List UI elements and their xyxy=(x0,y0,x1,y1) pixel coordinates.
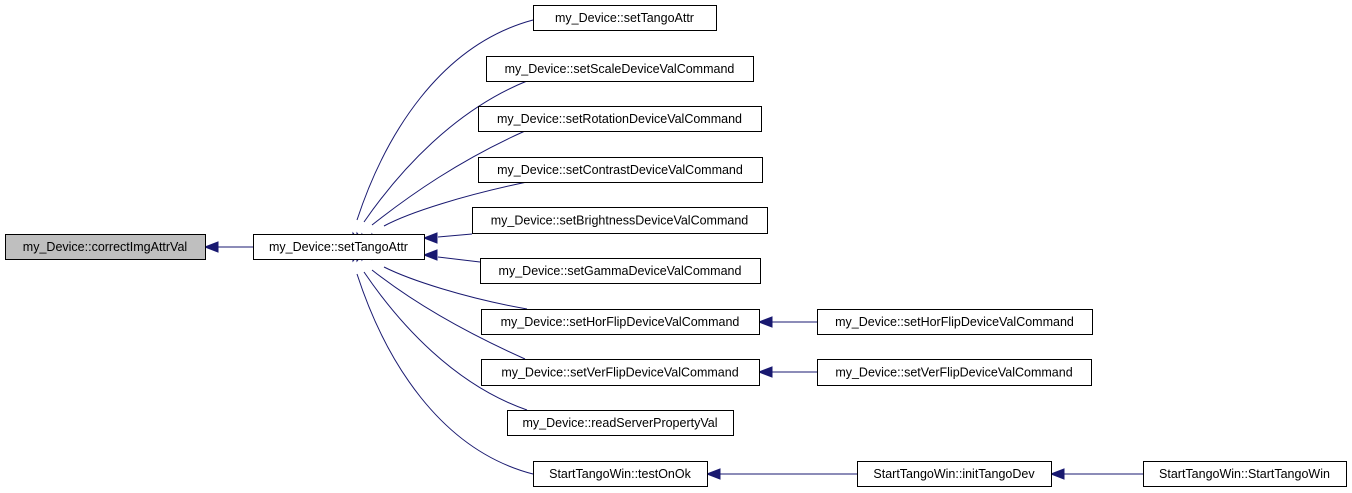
arrowhead-icon xyxy=(757,366,773,378)
arrowhead-icon xyxy=(422,232,438,244)
node-box xyxy=(253,234,425,260)
node-label: my_Device::setTangoAttr xyxy=(555,11,694,25)
node-c5[interactable]: my_Device::setBrightnessDeviceValCommand xyxy=(472,207,768,234)
node-label: my_Device::setContrastDeviceValCommand xyxy=(497,163,743,177)
node-box xyxy=(817,359,1092,386)
node-box xyxy=(533,461,708,487)
node-box xyxy=(472,207,768,234)
node-box xyxy=(5,234,206,260)
node-c9[interactable]: my_Device::readServerPropertyVal xyxy=(507,410,734,436)
edge-d8-to-c8 xyxy=(757,366,817,378)
node-label: StartTangoWin::StartTangoWin xyxy=(1159,467,1330,481)
arrowhead-icon xyxy=(1049,468,1065,480)
node-label: my_Device::setVerFlipDeviceValCommand xyxy=(501,366,738,380)
edge-line xyxy=(383,181,528,227)
node-label: my_Device::setHorFlipDeviceValCommand xyxy=(835,315,1074,329)
arrowhead-icon xyxy=(422,249,438,261)
node-label: my_Device::setRotationDeviceValCommand xyxy=(497,112,742,126)
node-label: my_Device::setBrightnessDeviceValCommand xyxy=(491,214,749,228)
edge-line xyxy=(363,271,528,411)
node-box xyxy=(1143,461,1347,487)
node-d7[interactable]: my_Device::setHorFlipDeviceValCommand xyxy=(817,309,1093,335)
arrowhead-icon xyxy=(705,468,721,480)
node-c1[interactable]: my_Device::setTangoAttr xyxy=(533,5,717,31)
edge-line xyxy=(437,233,473,238)
node-correct: my_Device::correctImgAttrVal xyxy=(5,234,206,260)
node-label: my_Device::setGammaDeviceValCommand xyxy=(499,264,742,278)
node-box xyxy=(817,309,1093,335)
edge-line xyxy=(371,130,526,226)
node-box xyxy=(481,359,760,386)
edge-line xyxy=(356,273,534,475)
node-box xyxy=(486,56,754,82)
edge-c6-to-center xyxy=(422,249,481,263)
node-box xyxy=(478,157,763,183)
node-label: my_Device::setTangoAttr xyxy=(269,240,408,254)
edge-line xyxy=(363,80,528,223)
node-c3[interactable]: my_Device::setRotationDeviceValCommand xyxy=(478,106,762,132)
edge-line xyxy=(371,269,526,360)
node-box xyxy=(478,106,762,132)
node-box xyxy=(481,309,760,335)
node-c6[interactable]: my_Device::setGammaDeviceValCommand xyxy=(480,258,761,284)
node-box xyxy=(480,258,761,284)
edge-center-to-correct xyxy=(203,241,253,253)
node-label: my_Device::correctImgAttrVal xyxy=(23,240,187,254)
edge-line xyxy=(383,266,528,310)
node-c4[interactable]: my_Device::setContrastDeviceValCommand xyxy=(478,157,763,183)
arrowhead-icon xyxy=(757,316,773,328)
edge-d10-to-c10 xyxy=(705,468,857,480)
edge-d7-to-c7 xyxy=(757,316,817,328)
node-d8[interactable]: my_Device::setVerFlipDeviceValCommand xyxy=(817,359,1092,386)
node-label: my_Device::setVerFlipDeviceValCommand xyxy=(835,366,1072,380)
edge-line xyxy=(356,19,534,221)
node-d10[interactable]: StartTangoWin::initTangoDev xyxy=(857,461,1052,487)
node-label: StartTangoWin::initTangoDev xyxy=(873,467,1035,481)
node-c10[interactable]: StartTangoWin::testOnOk xyxy=(533,461,708,487)
node-label: my_Device::setHorFlipDeviceValCommand xyxy=(501,315,740,329)
arrowhead-icon xyxy=(203,241,219,253)
node-c8[interactable]: my_Device::setVerFlipDeviceValCommand xyxy=(481,359,760,386)
node-c7[interactable]: my_Device::setHorFlipDeviceValCommand xyxy=(481,309,760,335)
node-label: my_Device::setScaleDeviceValCommand xyxy=(505,62,735,76)
node-label: StartTangoWin::testOnOk xyxy=(549,467,691,481)
node-box xyxy=(533,5,717,31)
edge-line xyxy=(437,256,481,263)
edge-c5-to-center xyxy=(422,232,473,244)
node-label: my_Device::readServerPropertyVal xyxy=(523,416,718,430)
node-box xyxy=(507,410,734,436)
edge-e10-to-d10 xyxy=(1049,468,1143,480)
node-center[interactable]: my_Device::setTangoAttr xyxy=(253,234,425,260)
node-c2[interactable]: my_Device::setScaleDeviceValCommand xyxy=(486,56,754,82)
node-e10[interactable]: StartTangoWin::StartTangoWin xyxy=(1143,461,1347,487)
node-box xyxy=(857,461,1052,487)
